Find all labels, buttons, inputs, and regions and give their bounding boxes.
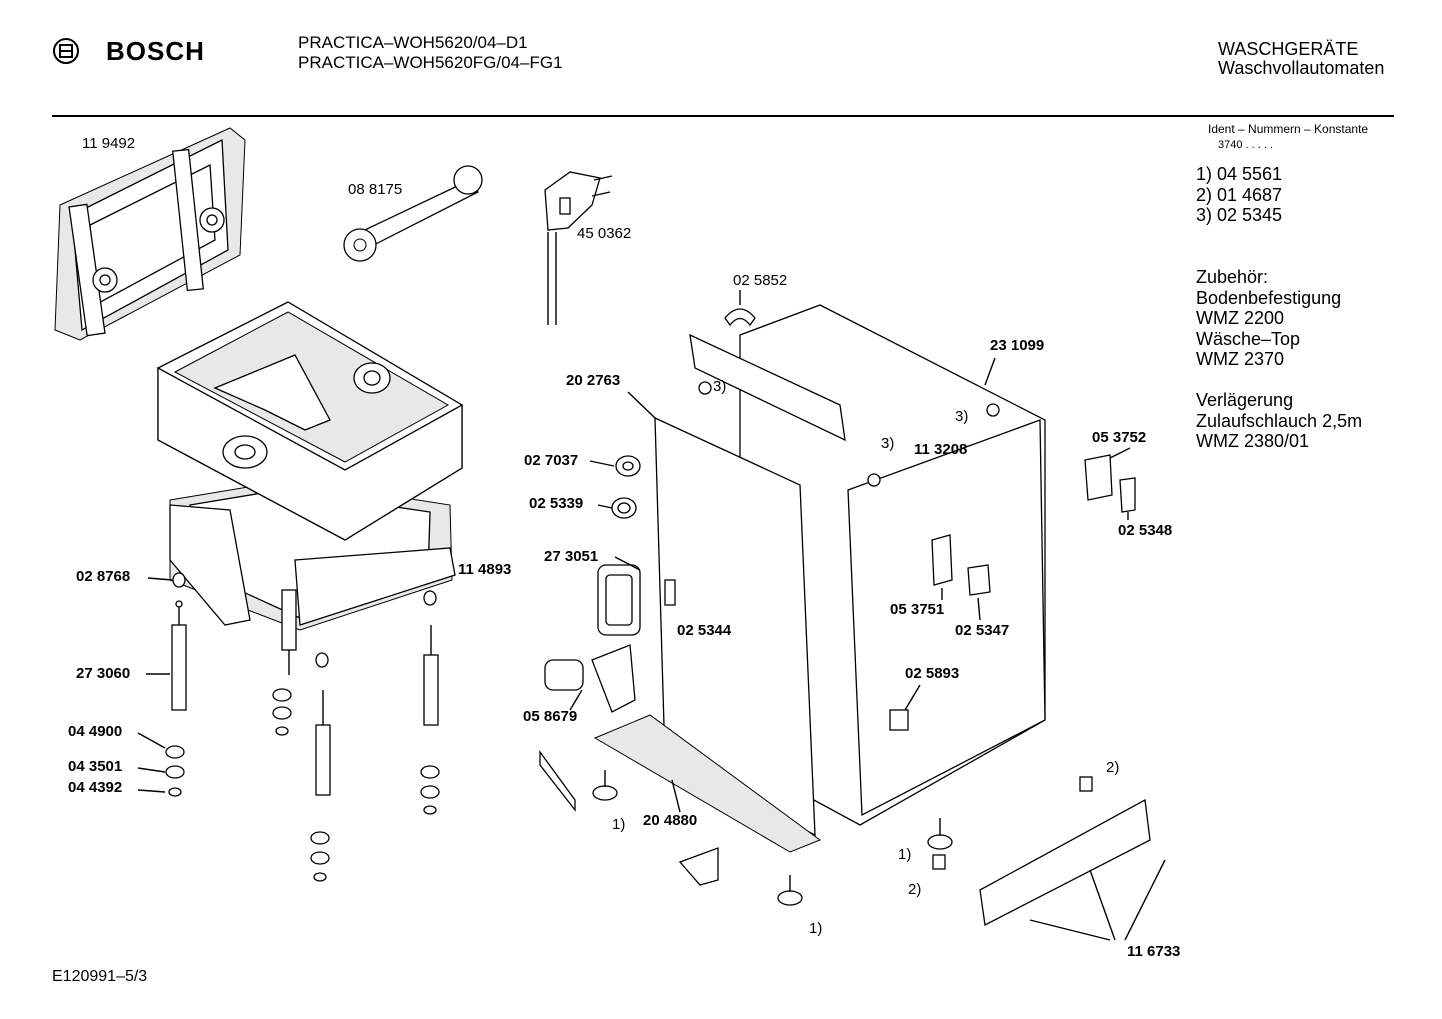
constant-item: 2) 01 4687 [1196,184,1283,205]
extension-item: Verlägerung [1196,390,1294,410]
part-label: 02 5348 [1118,522,1173,539]
ref-label: 1) [612,816,626,833]
ref-label: 2) [1106,759,1120,776]
extension-list: Verlägerung Zulaufschlauch 2,5m WMZ 2380… [1196,390,1362,452]
wrench [343,165,483,262]
tub-top-housing [157,301,463,541]
part-label: 23 1099 [990,337,1045,354]
part-label: 11 9492 [82,135,136,152]
part-label: 04 4900 [68,723,123,740]
ref-label: 3) [881,435,895,452]
part-label: 04 4392 [68,779,123,796]
bosch-armature-logo-icon [53,38,79,64]
constant-item: 3) 02 5345 [1196,205,1283,226]
part-label: 02 5893 [905,665,960,682]
ref-label: 3) [955,408,969,425]
part-label: 11 3208 [914,441,968,458]
part-label: 02 5339 [529,495,584,512]
part-label: 27 3051 [544,548,599,565]
part-label: 45 0362 [577,225,632,242]
mounting-frame [54,127,246,341]
drawing-code: E120991–5/3 [52,968,148,985]
part-label: 08 8175 [348,181,403,198]
part-label: 02 7037 [524,452,579,469]
cabinet [593,304,1046,853]
leader-lines [137,290,1166,941]
brand-name: BOSCH [106,36,205,66]
ident-value: 3740 . . . . . [1218,139,1274,151]
accessory-item: Zubehör: [1196,267,1269,287]
part-label: 20 4880 [643,812,698,829]
ref-label: 3) [713,378,727,395]
model-line-2: PRACTICA–WOH5620FG/04–FG1 [298,53,563,72]
part-label: 27 3060 [76,665,131,682]
accessories-list: Zubehör: Bodenbefestigung WMZ 2200 Wäsch… [1196,267,1341,370]
extension-item: WMZ 2380/01 [1196,431,1310,452]
part-label: 02 8768 [76,568,131,585]
part-label: 04 3501 [68,758,123,775]
constant-item: 1) 04 5561 [1196,164,1283,184]
part-label: 20 2763 [566,372,621,389]
accessory-item: WMZ 2370 [1196,349,1285,370]
ref-label: 1) [898,846,912,863]
part-label: 11 4893 [458,561,512,578]
accessory-item: WMZ 2200 [1196,308,1285,329]
category-line-1: WASCHGERÄTE [1218,39,1359,59]
small-parts [539,308,1151,926]
ident-title: Ident – Nummern – Konstante [1208,122,1369,136]
ref-label: 1) [809,920,823,937]
constants-list: 1) 04 5561 2) 01 4687 3) 02 5345 [1196,164,1282,226]
part-label: 02 5347 [955,622,1010,639]
mains-plug [544,171,613,325]
header-divider [52,115,1394,117]
accessory-item: Wäsche–Top [1196,328,1301,349]
extension-item: Zulaufschlauch 2,5m [1196,410,1363,431]
category-line-2: Waschvollautomaten [1218,58,1385,78]
part-label: 02 5344 [677,622,732,639]
accessory-item: Bodenbefestigung [1196,287,1342,308]
part-label: 05 8679 [523,708,578,725]
part-label: 05 3751 [890,601,945,618]
part-label: 11 6733 [1127,943,1181,960]
shock-absorbers [165,572,440,882]
part-label: 05 3752 [1092,429,1147,446]
part-label: 02 5852 [733,272,788,289]
model-line-1: PRACTICA–WOH5620/04–D1 [298,33,528,52]
ref-label: 2) [908,881,922,898]
